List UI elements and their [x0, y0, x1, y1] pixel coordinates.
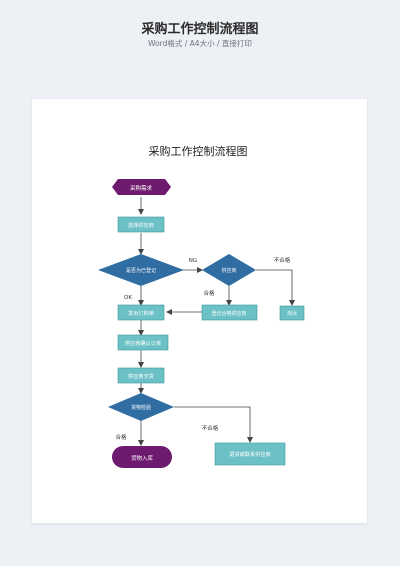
flowchart: 采购工作控制流程图 采购需求 选择供应商 — [98, 144, 305, 468]
node-start: 采购需求 — [112, 179, 171, 195]
node-registered-check-label: 是否为已登记 — [126, 267, 156, 274]
node-eliminate-label: 淘汰 — [287, 310, 297, 317]
node-start-label: 采购需求 — [130, 184, 153, 192]
node-goods-inspection: 货物检验 — [108, 393, 174, 421]
node-select-supplier-label: 选择供应商 — [128, 221, 154, 229]
node-supplier-confirm-label: 供应商确认订单 — [125, 339, 161, 347]
node-supplier-deliver: 供应商交货 — [117, 367, 165, 384]
document-preview: 采购工作控制流程图 采购需求 选择供应商 — [32, 99, 367, 523]
node-goods-storage-label: 货物入库 — [131, 454, 154, 462]
node-goods-storage: 货物入库 — [112, 446, 172, 468]
edge-label-qualified-2: 合格 — [115, 433, 127, 441]
node-eliminate: 淘汰 — [279, 305, 305, 321]
page-title: 采购工作控制流程图 — [141, 22, 259, 37]
node-return-or-contact-label: 退货或联系供应商 — [229, 450, 271, 458]
node-supplier-decision: 供应商 — [202, 254, 256, 286]
node-supplier-confirm: 供应商确认订单 — [117, 334, 169, 351]
page-subtitle: Word格式 / A4大小 / 直接打印 — [148, 39, 252, 48]
node-return-or-contact: 退货或联系供应商 — [214, 442, 286, 466]
edge-label-ok: OK — [124, 295, 132, 301]
edge-label-unqualified-1: 不合格 — [274, 256, 291, 264]
edge-label-unqualified-2: 不合格 — [202, 424, 219, 432]
document-title: 采购工作控制流程图 — [149, 144, 248, 158]
edge-label-qualified-1: 合格 — [203, 289, 215, 297]
edge-label-ng: NG — [189, 258, 197, 264]
node-registered-check: 是否为已登记 — [98, 254, 184, 286]
node-goods-inspection-label: 货物检验 — [131, 404, 151, 411]
node-issue-order-label: 发出订购单 — [128, 309, 154, 317]
node-select-supplier: 选择供应商 — [117, 216, 165, 233]
node-register-qualified: 登记合格供应商 — [201, 304, 258, 321]
node-supplier-deliver-label: 供应商交货 — [128, 372, 154, 380]
node-supplier-decision-label: 供应商 — [221, 267, 236, 274]
node-register-qualified-label: 登记合格供应商 — [211, 310, 246, 317]
node-issue-order: 发出订购单 — [117, 304, 165, 321]
